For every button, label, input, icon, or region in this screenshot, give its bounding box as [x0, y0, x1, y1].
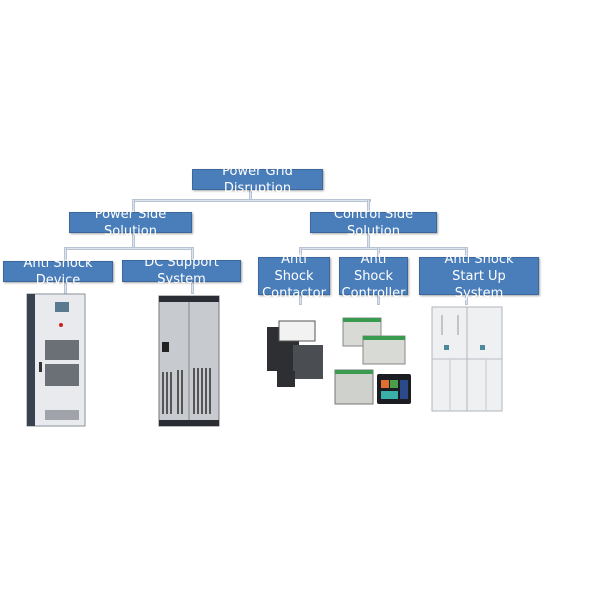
node-anti-shock-controller: Anti Shock Controller	[339, 252, 408, 301]
connector	[64, 247, 67, 261]
anti-shock-device-cabinet-image	[26, 293, 86, 427]
node-power-grid-disruption: Power Grid Disruption	[192, 164, 323, 196]
connector	[377, 295, 380, 305]
startup-cabinet-image	[431, 306, 503, 412]
node-anti-shock-contactor: Anti Shock Contactor	[258, 252, 330, 301]
node-control-side-solution: Control Side Solution	[310, 207, 437, 239]
node-anti-shock-device: Anti Shock Device	[3, 256, 113, 288]
connector	[64, 247, 194, 250]
connector	[132, 199, 371, 202]
contactor-image	[267, 320, 323, 387]
connector	[465, 295, 468, 305]
node-dc-support-system: DC Support System	[122, 255, 241, 287]
node-anti-shock-start-up-system: Anti Shock Start Up System	[419, 252, 539, 301]
controller-modules-image	[334, 317, 411, 405]
dc-support-cabinet-image	[158, 295, 220, 427]
connector	[299, 295, 302, 305]
connector	[191, 282, 194, 294]
node-power-side-solution: Power Side Solution	[69, 207, 192, 239]
